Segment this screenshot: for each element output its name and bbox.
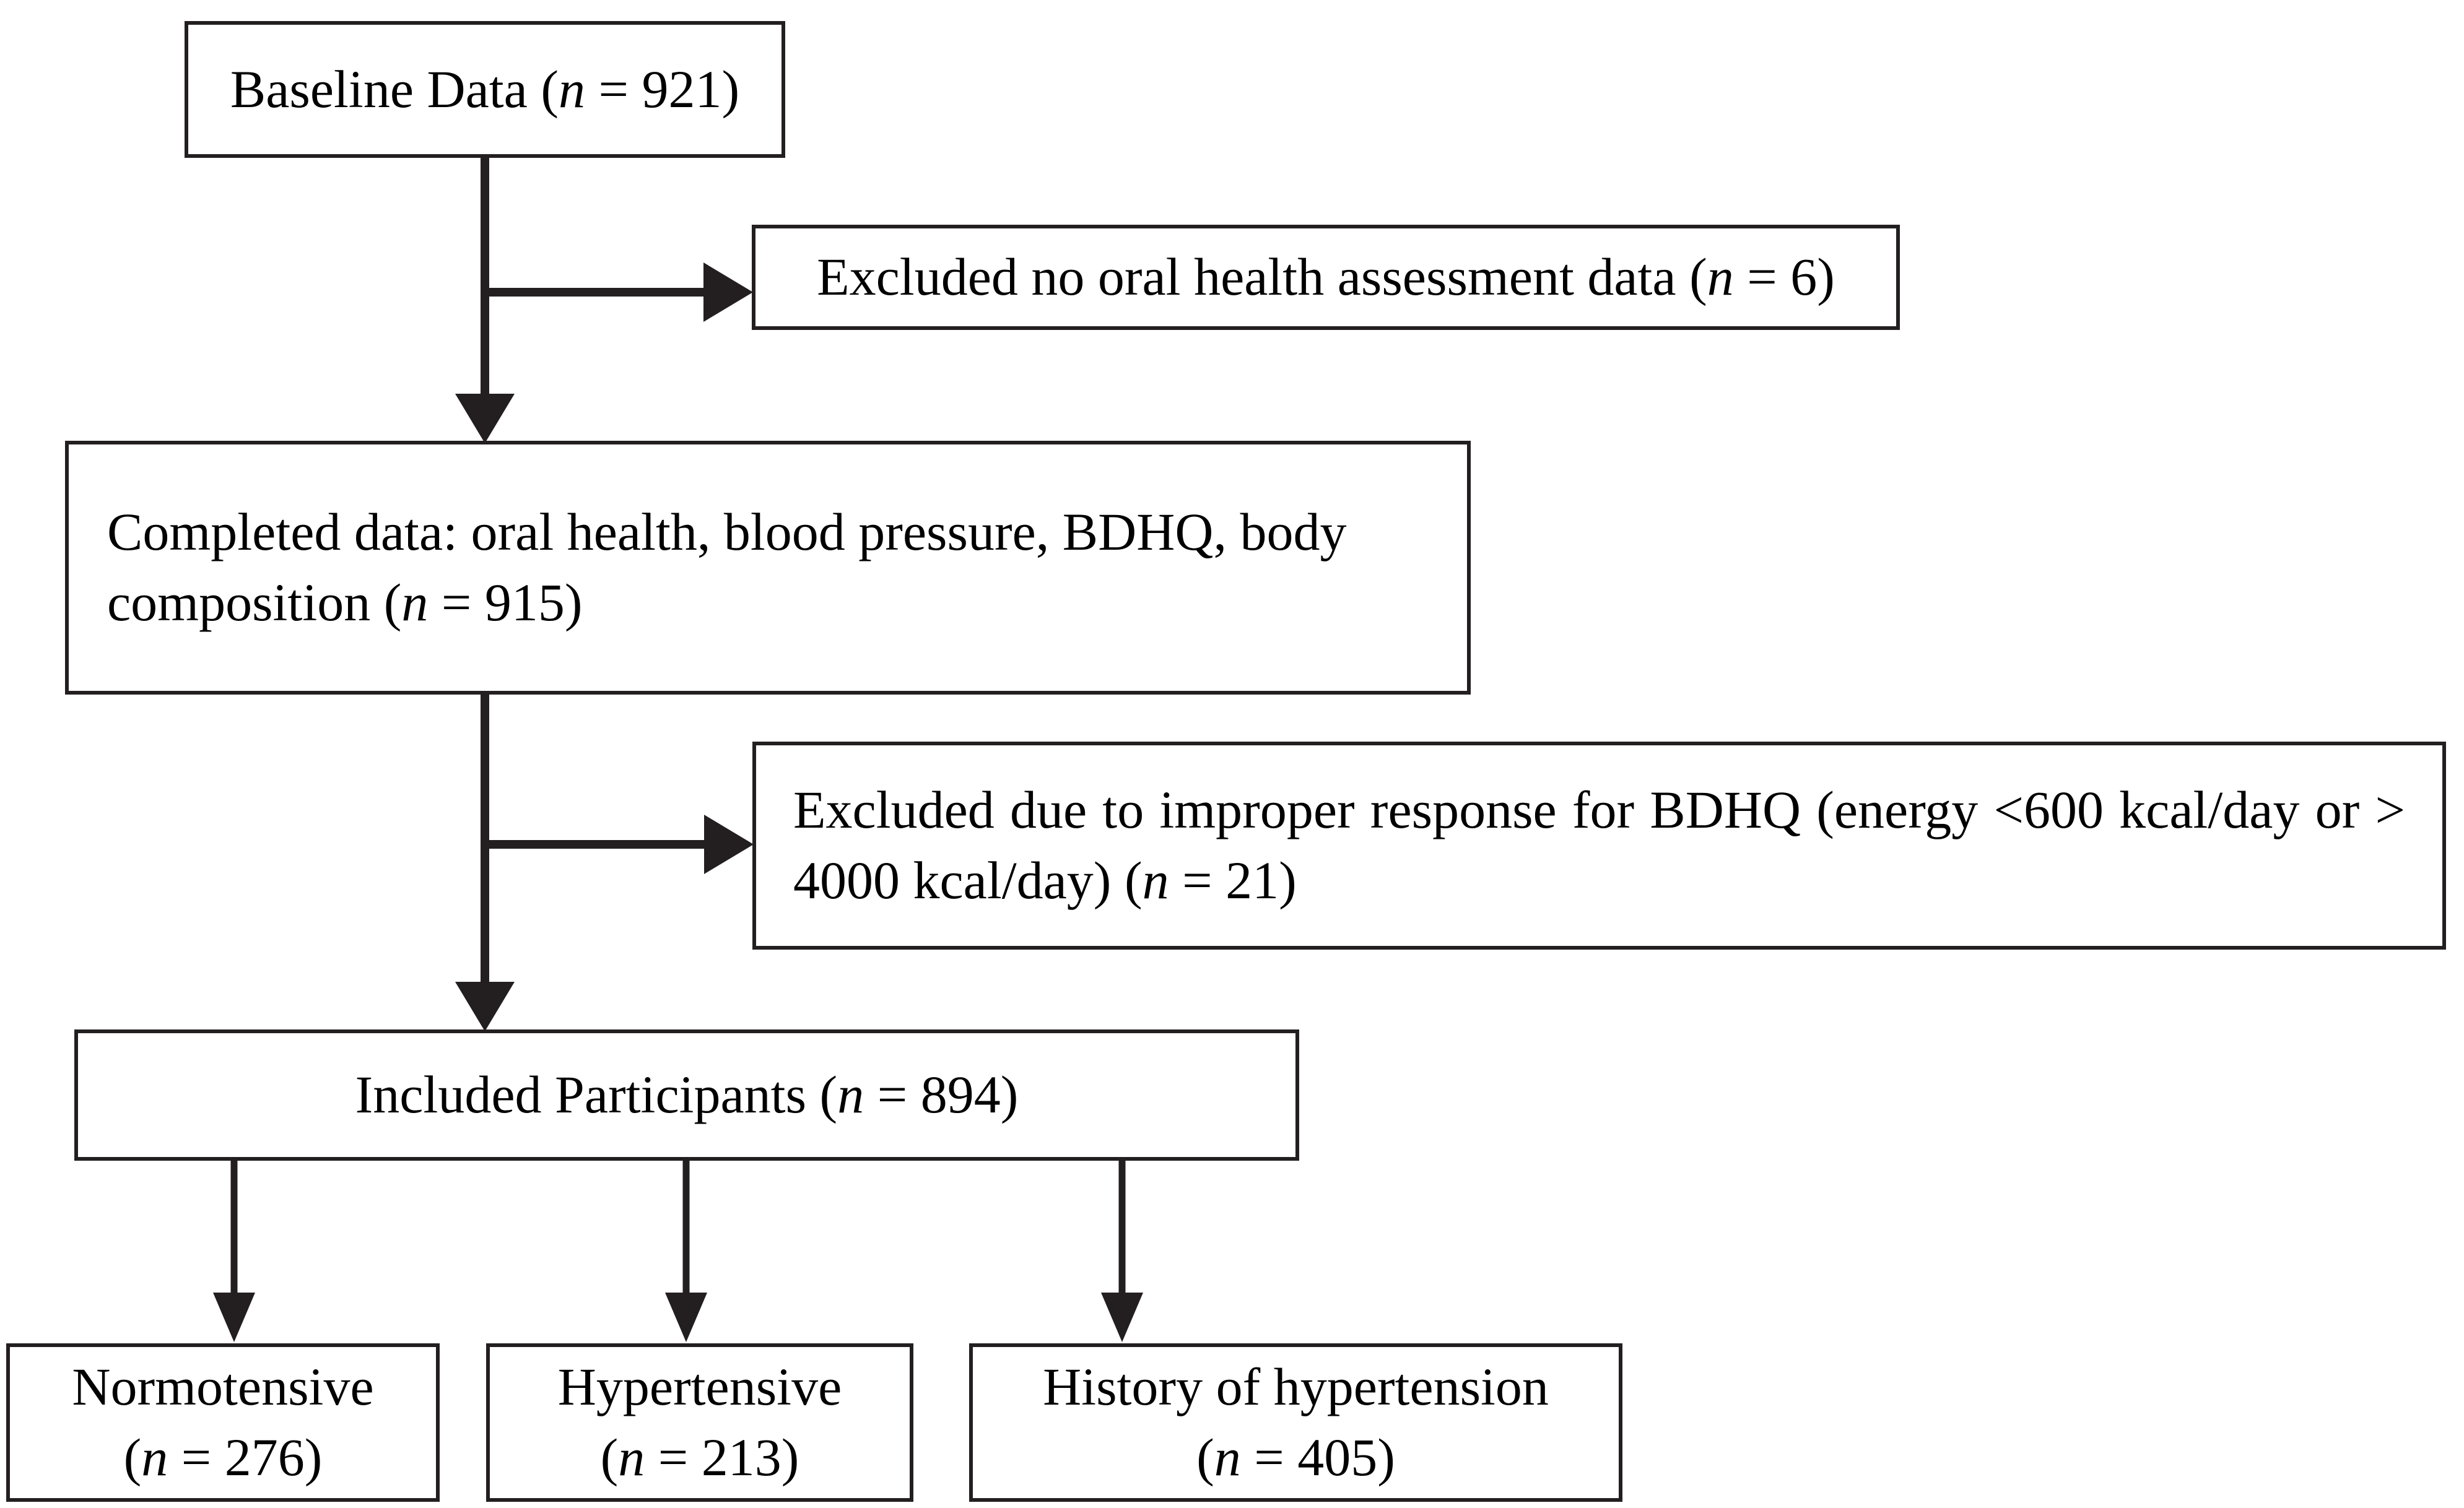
arrow-included-to-history (1101, 1161, 1143, 1342)
hypertensive-group-label: Hypertensive(n = 213) (557, 1357, 842, 1487)
excluded-improper-bdhq-label: Excluded due to improper response for BD… (793, 780, 2419, 910)
arrow-baseline-to-completed (455, 158, 515, 443)
arrow-completed-to-included (455, 695, 515, 1031)
baseline-data-label: Baseline Data (n = 921) (230, 59, 740, 119)
arrow-branch-to-excluded-bdhq (485, 815, 754, 874)
arrow-included-to-hypertensive (665, 1161, 707, 1342)
hypertensive-group-box[interactable]: Hypertensive(n = 213) (486, 1343, 913, 1502)
history-of-hypertension-group-label: History of hypertension(n = 405) (1043, 1357, 1549, 1487)
history-of-hypertension-group-box[interactable]: History of hypertension(n = 405) (969, 1343, 1622, 1502)
excluded-no-oral-health-label: Excluded no oral health assessment data … (817, 247, 1835, 307)
excluded-no-oral-health-box[interactable]: Excluded no oral health assessment data … (752, 225, 1900, 330)
completed-data-box[interactable]: Completed data: oral health, blood press… (65, 441, 1471, 695)
normotensive-group-label: Normotensive(n = 276) (72, 1357, 374, 1487)
arrow-branch-to-excluded-oral (485, 262, 753, 322)
arrow-included-to-normotensive (213, 1161, 255, 1342)
baseline-data-box[interactable]: Baseline Data (n = 921) (185, 21, 785, 158)
included-participants-box[interactable]: Included Participants (n = 894) (74, 1029, 1299, 1161)
normotensive-group-box[interactable]: Normotensive(n = 276) (6, 1343, 440, 1502)
excluded-improper-bdhq-box[interactable]: Excluded due to improper response for BD… (752, 742, 2446, 950)
completed-data-label: Completed data: oral health, blood press… (107, 502, 1360, 632)
included-participants-label: Included Participants (n = 894) (355, 1065, 1019, 1125)
